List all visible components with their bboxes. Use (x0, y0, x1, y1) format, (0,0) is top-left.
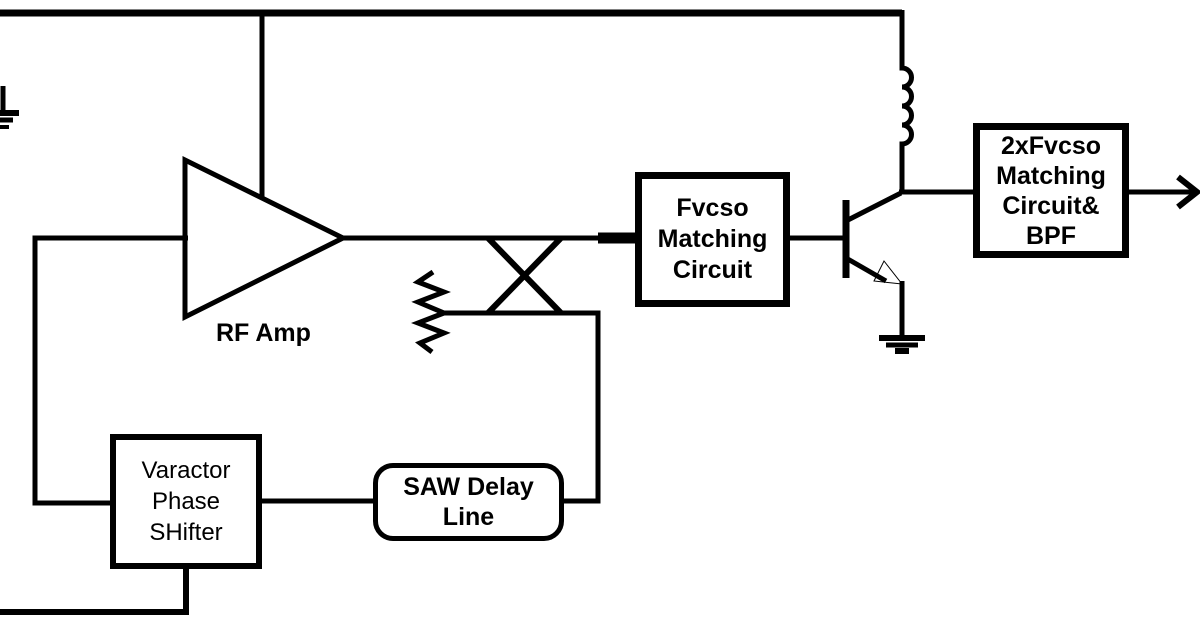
doubler-matching-bpf-box: 2xFvcso Matching Circuit& BPF (973, 123, 1129, 258)
box-label-line: Line (442, 503, 495, 531)
box-label-line: Circuit (672, 256, 753, 284)
varactor-tuning-wire (0, 566, 189, 615)
amp-input-wire (32, 235, 188, 506)
varactor-phase-shifter-box: Varactor Phase SHifter (110, 434, 262, 569)
box-label-line: Fvcso (676, 194, 749, 222)
triangle-amplifier-icon (182, 155, 349, 322)
box-label-line: Matching (996, 161, 1106, 190)
fvcso-matching-circuit-box: Fvcso Matching Circuit (635, 172, 790, 307)
box-label-line: SAW Delay (403, 473, 534, 501)
coupler-tap-wire (442, 310, 601, 504)
box-label-line: 2xFvcso (1000, 131, 1102, 160)
coil-inductor-icon (899, 10, 914, 194)
npn-transistor-icon (842, 190, 905, 336)
box-label-line: Phase (151, 488, 221, 515)
box-label-line: Circuit& (1002, 191, 1100, 220)
zigzag-resistor-icon (411, 269, 451, 354)
saw-delay-line-box: SAW Delay Line (373, 463, 564, 541)
arrow-right-icon (1176, 174, 1200, 210)
box-label-line: BPF (1026, 221, 1076, 250)
box-label-line: Matching (657, 225, 768, 253)
box-label-line: SHifter (149, 519, 223, 546)
ground-icon (879, 335, 925, 354)
ground-icon (0, 86, 19, 129)
directional-coupler-x-icon (485, 235, 564, 316)
box-label-line: Varactor (141, 457, 231, 484)
rf-amp-label: RF Amp (216, 319, 311, 347)
